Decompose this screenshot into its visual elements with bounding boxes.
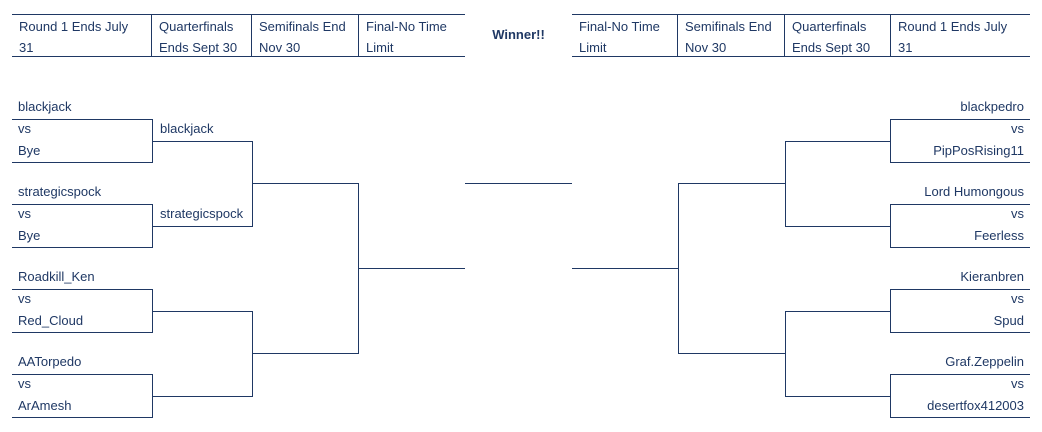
- header-left-semifinals: Semifinals End Nov 30: [252, 14, 359, 57]
- match-line-top: [890, 119, 1030, 120]
- match-line-bottom: [12, 162, 152, 163]
- quarterfinal-line: [152, 141, 252, 142]
- player-name: desertfox412003: [927, 398, 1024, 413]
- header-left-round1: Round 1 Ends July 31: [12, 14, 152, 57]
- quarterfinal-connector: [252, 311, 253, 397]
- quarterfinal-connector: [785, 311, 786, 397]
- quarterfinal-player: blackjack: [160, 121, 214, 136]
- match-line-bottom: [890, 162, 1030, 163]
- vs-label: vs: [1011, 121, 1024, 136]
- match-connector: [890, 374, 891, 418]
- header-right-final: Final-No Time Limit: [572, 14, 678, 57]
- match-connector: [890, 119, 891, 163]
- quarterfinal-line: [785, 311, 891, 312]
- header-right-round1: Round 1 Ends July 31: [891, 14, 1030, 57]
- player-name: strategicspock: [18, 184, 102, 199]
- player-name: Bye: [18, 143, 41, 158]
- quarterfinal-line: [152, 226, 252, 227]
- match-line-top: [12, 289, 152, 290]
- vs-label: vs: [1011, 206, 1024, 221]
- quarterfinal-connector: [785, 141, 786, 227]
- header-right-quarterfinals: Quarterfinals Ends Sept 30: [785, 14, 891, 57]
- match-line-top: [890, 374, 1030, 375]
- player-name: Red_Cloud: [18, 313, 84, 328]
- vs-label: vs: [18, 206, 31, 221]
- winner-line: [465, 183, 572, 184]
- match-line-bottom: [890, 332, 1030, 333]
- vs-label: vs: [1011, 376, 1024, 391]
- player-name: Spud: [993, 313, 1024, 328]
- semifinal-line: [252, 183, 359, 184]
- player-name: Feerless: [974, 228, 1024, 243]
- player-name: Roadkill_Ken: [18, 269, 95, 284]
- match-connector: [890, 204, 891, 248]
- vs-label: vs: [18, 121, 31, 136]
- quarterfinal-line: [785, 226, 891, 227]
- match-line-bottom: [12, 417, 152, 418]
- header-left-final: Final-No Time Limit: [359, 14, 465, 57]
- match-line-bottom: [890, 417, 1030, 418]
- winner-label: Winner!!: [492, 27, 545, 42]
- player-name: ArAmesh: [18, 398, 72, 413]
- player-name: Bye: [18, 228, 41, 243]
- player-name: AATorpedo: [18, 354, 82, 369]
- match-line-top: [12, 119, 152, 120]
- quarterfinal-line: [152, 311, 252, 312]
- semifinal-line: [678, 353, 785, 354]
- match-line-bottom: [12, 332, 152, 333]
- semifinal-connector: [678, 183, 679, 354]
- quarterfinal-line: [785, 141, 891, 142]
- match-line-top: [12, 204, 152, 205]
- player-name: Graf.Zeppelin: [945, 354, 1024, 369]
- quarterfinal-connector: [252, 141, 253, 227]
- match-line-bottom: [890, 247, 1030, 248]
- player-name: blackjack: [18, 99, 72, 114]
- match-line-bottom: [12, 247, 152, 248]
- header-right-semifinals: Semifinals End Nov 30: [678, 14, 785, 57]
- header-left-quarterfinals: Quarterfinals Ends Sept 30: [152, 14, 252, 57]
- final-line-left: [358, 268, 465, 269]
- quarterfinal-player: strategicspock: [160, 206, 244, 221]
- final-line-right: [572, 268, 679, 269]
- semifinal-line: [678, 183, 785, 184]
- vs-label: vs: [1011, 291, 1024, 306]
- match-connector: [890, 289, 891, 333]
- semifinal-line: [252, 353, 359, 354]
- player-name: blackpedro: [960, 99, 1024, 114]
- match-line-top: [890, 289, 1030, 290]
- player-name: Lord Humongous: [924, 184, 1024, 199]
- quarterfinal-line: [785, 396, 891, 397]
- vs-label: vs: [18, 376, 31, 391]
- quarterfinal-line: [152, 396, 252, 397]
- player-name: PipPosRising11: [933, 143, 1024, 158]
- vs-label: vs: [18, 291, 31, 306]
- match-line-top: [12, 374, 152, 375]
- match-line-top: [890, 204, 1030, 205]
- player-name: Kieranbren: [960, 269, 1024, 284]
